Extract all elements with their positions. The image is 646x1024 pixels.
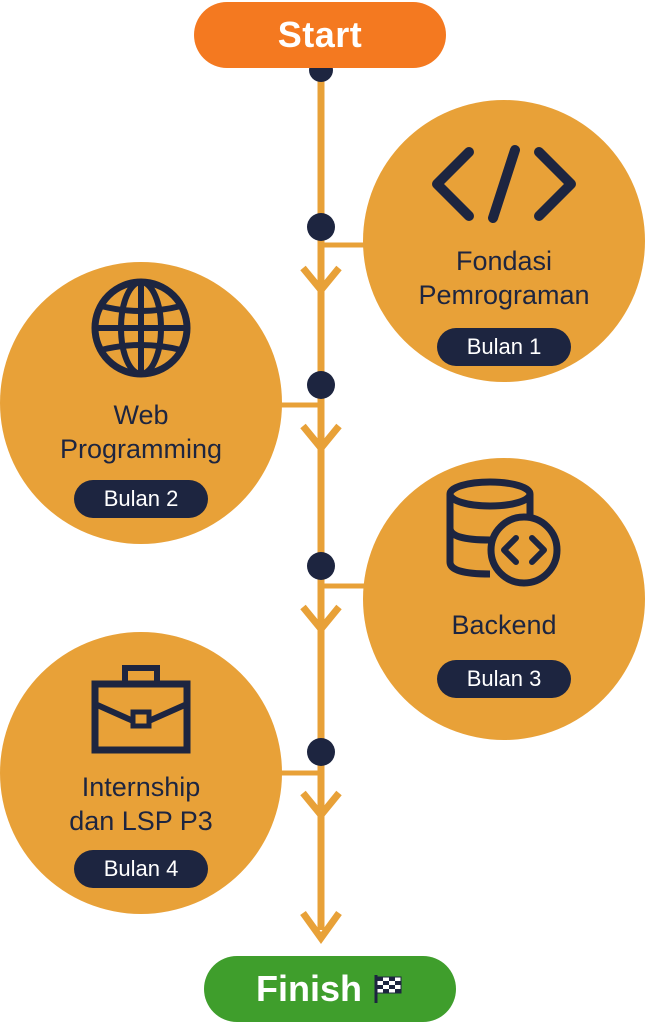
timeline-dot-4	[307, 738, 335, 766]
stage-4-badge: Bulan 4	[73, 850, 209, 888]
stage-fondasi-pemrograman[interactable]: Fondasi Pemrograman Bulan 1	[363, 100, 645, 382]
briefcase-icon	[91, 665, 191, 754]
finish-label: Finish	[256, 968, 362, 1009]
database-code-icon	[446, 478, 561, 587]
arrow-1	[300, 265, 342, 296]
start-label: Start	[277, 14, 363, 55]
code-icon	[432, 145, 576, 223]
stage-3-badge: Bulan 3	[436, 660, 572, 698]
stage-4-title: Internship dan LSP P3	[69, 772, 213, 836]
timeline-dot-1	[307, 213, 335, 241]
globe-icon	[91, 278, 191, 378]
stage-backend[interactable]: Backend Bulan 3	[363, 458, 645, 740]
stage-1-badge: Bulan 1	[436, 328, 572, 366]
checkered-flag-icon	[374, 975, 402, 1003]
arrow-final	[300, 910, 342, 944]
timeline-dot-2	[307, 371, 335, 399]
arrow-3	[300, 604, 342, 635]
arrow-2	[300, 423, 342, 454]
start-button[interactable]: Start	[194, 2, 446, 68]
stage-2-badge: Bulan 2	[73, 480, 209, 518]
stage-internship[interactable]: Internship dan LSP P3 Bulan 4	[0, 632, 282, 914]
arrow-4	[300, 790, 342, 821]
stage-web-programming[interactable]: Web Programming Bulan 2	[0, 262, 282, 544]
finish-button[interactable]: Finish	[204, 956, 456, 1022]
stage-2-title: Web Programming	[59, 400, 223, 464]
timeline-dot-3	[307, 552, 335, 580]
stage-1-title: Fondasi Pemrograman	[418, 246, 590, 310]
stage-3-title: Backend	[451, 610, 557, 640]
